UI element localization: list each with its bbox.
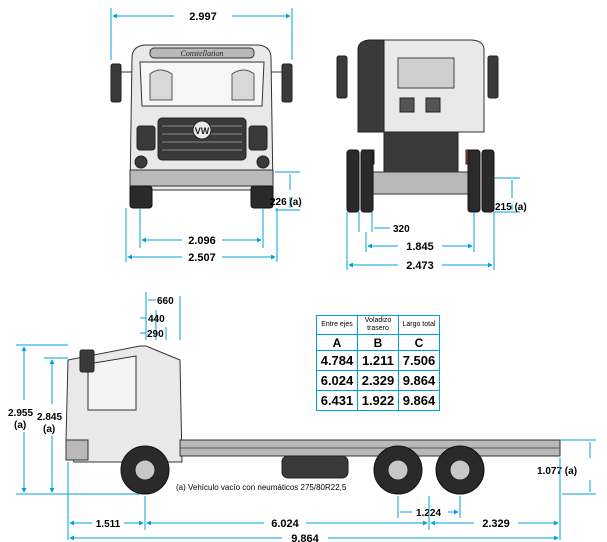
table-header-row: Entre ejes Voladizo trasero Largo total bbox=[316, 315, 440, 335]
table-cell: 1.211 bbox=[357, 350, 399, 371]
table-cell: 1.922 bbox=[357, 390, 399, 411]
front-ground-clearance-label: 226 (a) bbox=[270, 197, 302, 208]
side-front-overhang-label: 1.511 bbox=[96, 519, 121, 530]
grille-badge: Constellation bbox=[180, 49, 223, 58]
table-cell: 7.506 bbox=[398, 350, 440, 371]
table-letter-cell: B bbox=[357, 334, 399, 351]
side-view: 660 440 290 2.955 (a) 2.845 (a) bbox=[8, 292, 596, 542]
table-header-cell: Voladizo trasero bbox=[357, 315, 399, 335]
side-height-cab-label: 2.845 bbox=[37, 412, 62, 423]
table-header-cell: Largo total bbox=[398, 315, 440, 335]
front-overall-width-label: 2.997 bbox=[189, 11, 217, 23]
side-overall-length-label: 9.864 bbox=[291, 533, 319, 542]
front-track-label: 2.096 bbox=[188, 235, 216, 247]
side-height-cab-note: (a) bbox=[43, 424, 55, 435]
side-height-total-label: 2.955 bbox=[8, 408, 33, 419]
table-row: 6.431 1.922 9.864 bbox=[316, 390, 440, 411]
table-letter-cell: A bbox=[316, 334, 358, 351]
rear-view: 215 (a) 320 1.845 2.473 bbox=[336, 39, 527, 272]
rear-outer-width-label: 2.473 bbox=[406, 260, 434, 272]
table-cell: 6.431 bbox=[316, 390, 358, 411]
table-row: 6.024 2.329 9.864 bbox=[316, 370, 440, 391]
table-cell: 6.024 bbox=[316, 370, 358, 391]
side-footnote: (a) Vehículo vacío con neumáticos 275/80… bbox=[176, 483, 347, 492]
side-height-total-note: (a) bbox=[14, 420, 26, 431]
table-row: 4.784 1.211 7.506 bbox=[316, 350, 440, 371]
table-letter-cell: C bbox=[398, 334, 440, 351]
table-letter-row: A B C bbox=[316, 334, 440, 351]
side-rear-overhang-label: 2.329 bbox=[482, 518, 510, 530]
table-cell: 4.784 bbox=[316, 350, 358, 371]
front-outer-width-label: 2.507 bbox=[188, 252, 216, 264]
svg-text:VW: VW bbox=[195, 126, 210, 136]
table-header-cell: Entre ejes bbox=[316, 315, 358, 335]
table-cell: 9.864 bbox=[398, 370, 440, 391]
rear-offset-label: 320 bbox=[393, 224, 410, 235]
rear-track-label: 1.845 bbox=[406, 241, 434, 253]
rear-ground-clearance-label: 215 (a) bbox=[495, 202, 527, 213]
side-dim-440-label: 440 bbox=[148, 314, 165, 325]
side-frame-height-label: 1.077 (a) bbox=[537, 466, 577, 477]
side-wheelbase-label: 6.024 bbox=[271, 518, 299, 530]
table-cell: 2.329 bbox=[357, 370, 399, 391]
side-dim-660-label: 660 bbox=[157, 296, 174, 307]
front-view: 2.997 Constellation VW bbox=[110, 8, 302, 264]
table-cell: 9.864 bbox=[398, 390, 440, 411]
side-dim-290-label: 290 bbox=[147, 329, 164, 340]
spec-table: Entre ejes Voladizo trasero Largo total … bbox=[316, 315, 440, 411]
